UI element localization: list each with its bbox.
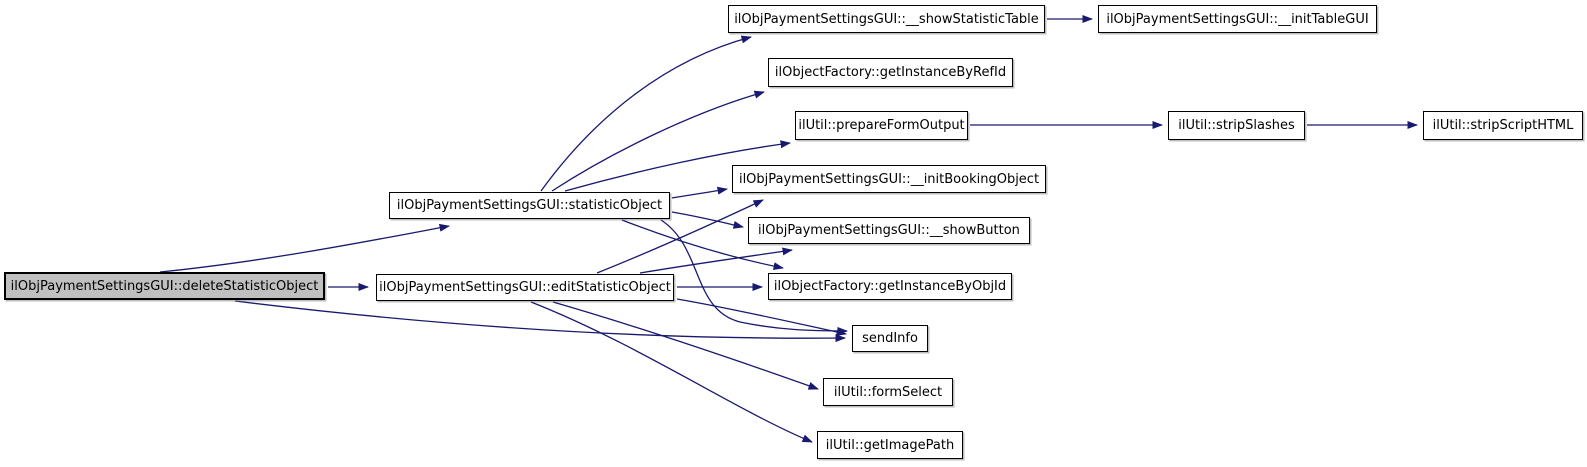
- edge-deleteStatisticObject-to-statisticObject: [159, 223, 450, 273]
- edge-deleteStatisticObject-to-sendInfo: [234, 300, 846, 343]
- edge-statisticObject-to-getInstanceByObjId: [621, 219, 784, 271]
- node-stripScriptHTML[interactable]: ilUtil::stripScriptHTML: [1423, 111, 1583, 140]
- node-getImagePath[interactable]: ilUtil::getImagePath: [817, 431, 963, 459]
- node-initBookingObject[interactable]: ilObjPaymentSettingsGUI::__initBookingOb…: [732, 165, 1046, 193]
- edge-statisticObject-to-showStatisticTable: [540, 35, 752, 192]
- edge-editStatisticObject-to-showButton: [639, 247, 793, 274]
- edge-statisticObject-to-getInstanceByRefId: [551, 90, 765, 192]
- node-deleteStatisticObject[interactable]: ilObjPaymentSettingsGUI::deleteStatistic…: [4, 272, 325, 300]
- edge-statisticObject-to-initBookingObject: [671, 186, 728, 199]
- edge-editStatisticObject-to-getImagePath: [530, 301, 813, 443]
- edge-editStatisticObject-to-initBookingObject: [596, 199, 764, 274]
- node-showButton[interactable]: ilObjPaymentSettingsGUI::__showButton: [748, 217, 1030, 244]
- node-initTableGUI[interactable]: ilObjPaymentSettingsGUI::__initTableGUI: [1098, 5, 1377, 33]
- node-getInstanceByRefId[interactable]: ilObjectFactory::getInstanceByRefId: [768, 58, 1013, 87]
- node-formSelect[interactable]: ilUtil::formSelect: [823, 378, 953, 406]
- node-statisticObject[interactable]: ilObjPaymentSettingsGUI::statisticObject: [389, 192, 670, 219]
- node-sendInfo[interactable]: sendInfo: [852, 325, 928, 352]
- edge-statisticObject-to-showButton: [671, 211, 744, 229]
- node-getInstanceByObjId[interactable]: ilObjectFactory::getInstanceByObjId: [768, 273, 1012, 300]
- node-stripSlashes[interactable]: ilUtil::stripSlashes: [1168, 111, 1305, 140]
- node-prepareFormOutput[interactable]: ilUtil::prepareFormOutput: [795, 111, 968, 140]
- edge-editStatisticObject-to-formSelect: [552, 301, 819, 390]
- node-editStatisticObject[interactable]: ilObjPaymentSettingsGUI::editStatisticOb…: [376, 274, 674, 301]
- node-showStatisticTable[interactable]: ilObjPaymentSettingsGUI::__showStatistic…: [728, 5, 1045, 33]
- edge-statisticObject-to-prepareFormOutput: [564, 140, 791, 192]
- edge-editStatisticObject-to-sendInfo: [676, 298, 847, 336]
- edge-statisticObject-to-sendInfo: [660, 219, 848, 335]
